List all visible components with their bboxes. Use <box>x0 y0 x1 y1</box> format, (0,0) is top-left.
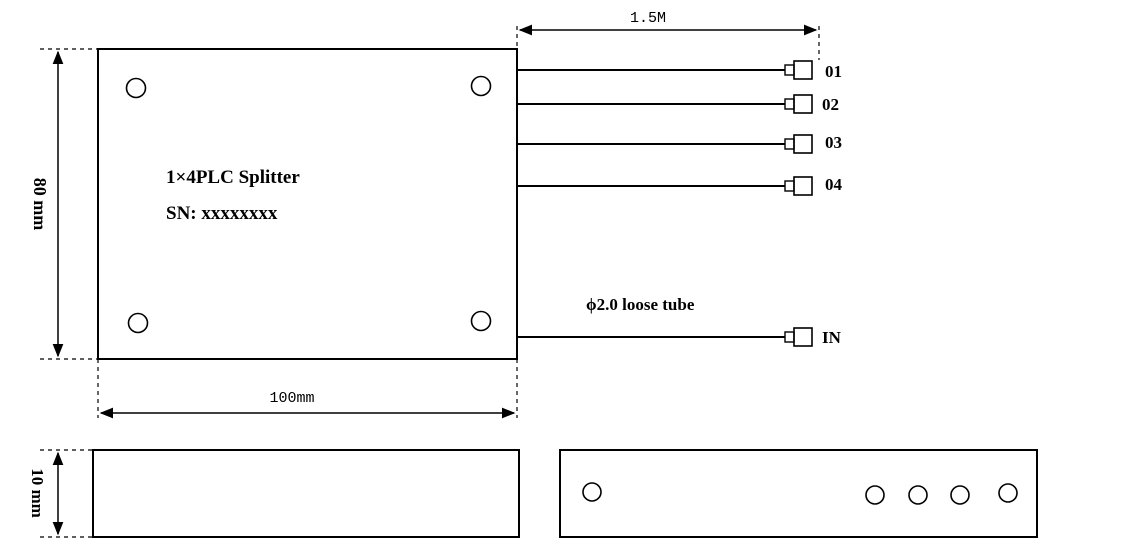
input-fiber: IN <box>517 327 842 347</box>
output-fiber-03: 03 <box>517 133 842 154</box>
connector-body <box>793 134 813 154</box>
port-label-02: 02 <box>822 95 839 114</box>
port-label-in: IN <box>822 328 842 347</box>
mount-hole-bottom-left <box>127 312 149 334</box>
splitter-name-label: 1×4PLC Splitter <box>166 167 300 188</box>
output-fiber-02: 02 <box>517 94 839 114</box>
thickness-dimension-label: 10 mm <box>28 468 47 518</box>
output-fiber-01: 01 <box>517 60 842 81</box>
loose-tube-label: ϕ2.0 loose tube <box>586 295 695 314</box>
connector-ferrule <box>784 180 795 192</box>
port-label-01: 01 <box>825 62 842 81</box>
connector-body <box>793 94 813 114</box>
mount-hole-top-left <box>125 77 147 99</box>
end-view-output-port-3 <box>950 485 970 505</box>
connector-body <box>793 176 813 196</box>
output-fiber-04: 04 <box>517 175 843 196</box>
connector-ferrule <box>784 64 795 76</box>
end-view-input-port <box>582 482 602 502</box>
connector-ferrule <box>784 98 795 110</box>
connector-ferrule <box>784 331 795 343</box>
serial-number-label: SN: xxxxxxxx <box>166 203 278 224</box>
fiber-length-label: 1.5M <box>630 10 666 27</box>
mount-hole-top-right <box>470 75 492 97</box>
connector-body <box>793 60 813 80</box>
port-label-04: 04 <box>825 175 843 194</box>
height-dimension-label: 80 mm <box>30 178 50 231</box>
port-label-03: 03 <box>825 133 842 152</box>
connector-ferrule <box>784 138 795 150</box>
splitter-body-end-view <box>559 449 1038 538</box>
mount-hole-bottom-right <box>470 310 492 332</box>
end-view-output-port-2 <box>908 485 928 505</box>
connector-body <box>793 327 813 347</box>
end-view-output-port-1 <box>865 485 885 505</box>
splitter-body-side-view <box>92 449 520 538</box>
end-view-output-port-4 <box>998 483 1018 503</box>
width-dimension-label: 100mm <box>269 390 314 407</box>
splitter-body-top-view <box>97 48 518 360</box>
